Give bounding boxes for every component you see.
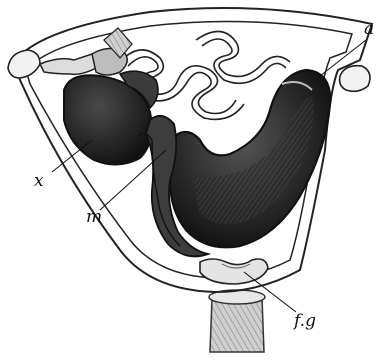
organ-a xyxy=(170,70,330,247)
label-x: x xyxy=(34,171,44,191)
organ-fg xyxy=(200,259,268,284)
stalk xyxy=(209,290,265,352)
label-fg: f.g xyxy=(292,311,316,331)
label-a: a xyxy=(364,19,374,39)
label-m: m xyxy=(86,207,102,227)
